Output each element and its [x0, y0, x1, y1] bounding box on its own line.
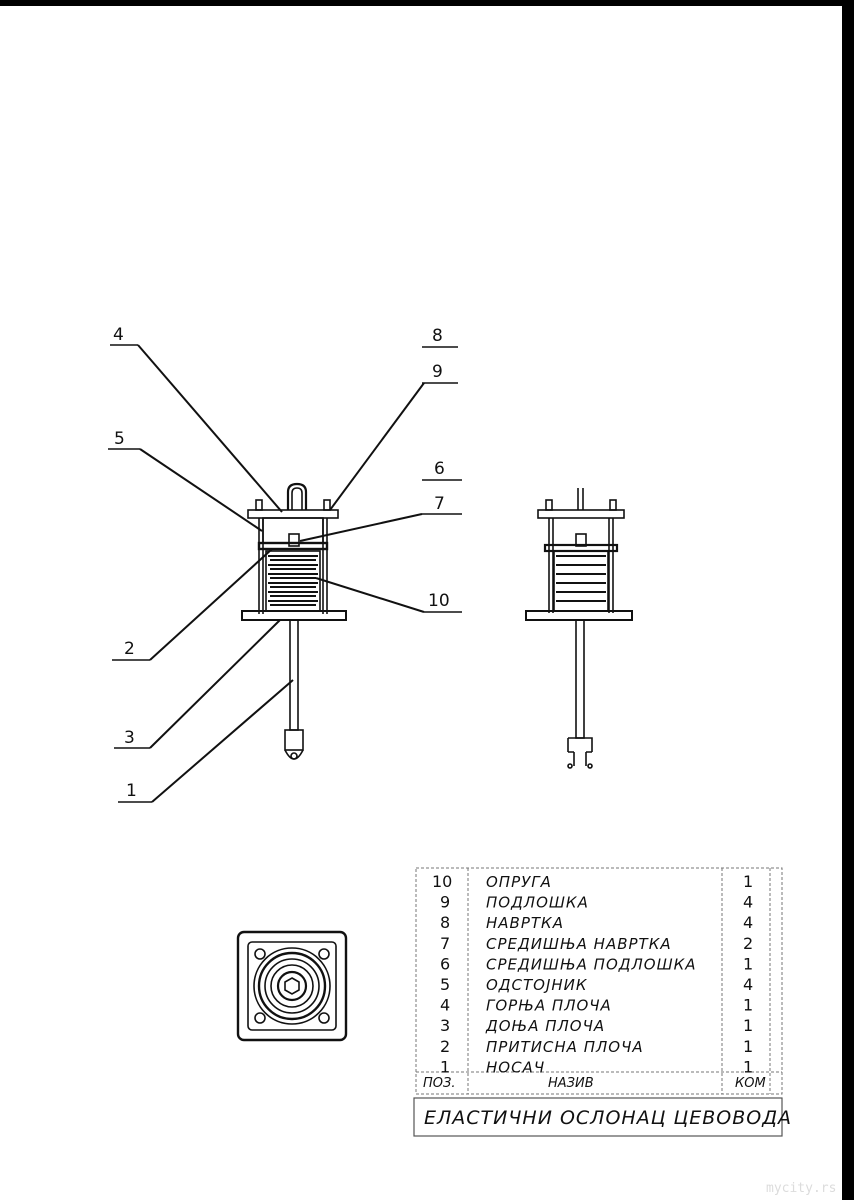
top-view — [236, 930, 348, 1042]
part-quantity: 1 — [743, 872, 753, 891]
part-quantity: 4 — [743, 893, 753, 912]
part-position: 9 — [440, 893, 450, 912]
part-name: ОПРУГА — [486, 873, 552, 891]
paper — [0, 6, 842, 1200]
callout-9: 9 — [432, 362, 443, 382]
callout-2: 2 — [124, 639, 135, 659]
header-pos: ПОЗ. — [423, 1076, 455, 1091]
parts-table-rows: 10 ОПРУГА 1 9 ПОДЛОШКА 4 8 НАВРТКА 4 7 СРЕДИШЊА НА… — [432, 872, 753, 1076]
part-position: 7 — [440, 934, 450, 953]
callout-4: 4 — [113, 325, 124, 345]
part-quantity: 1 — [743, 996, 753, 1015]
part-quantity: 1 — [743, 1057, 753, 1076]
part-quantity: 1 — [743, 954, 753, 973]
header-name: НАЗИВ — [548, 1076, 594, 1091]
part-quantity: 2 — [743, 934, 753, 953]
front-view — [241, 482, 347, 760]
part-quantity: 1 — [743, 1037, 753, 1056]
callout-7: 7 — [434, 494, 445, 514]
part-position: 4 — [440, 996, 450, 1015]
callout-1: 1 — [126, 781, 137, 801]
part-name: НОСАЧ — [486, 1058, 545, 1076]
part-name: СРЕДИШЊА НАВРТКА — [486, 935, 672, 953]
part-position: 8 — [440, 913, 450, 932]
part-quantity: 1 — [743, 1016, 753, 1035]
part-name: ОДСТОЈНИК — [486, 976, 588, 994]
callout-10: 10 — [428, 591, 450, 611]
callout-3: 3 — [124, 728, 135, 748]
part-quantity: 4 — [743, 975, 753, 994]
part-position: 5 — [440, 975, 450, 994]
part-name: ПРИТИСНА ПЛОЧА — [486, 1038, 644, 1056]
part-position: 6 — [440, 954, 450, 973]
leader-lines — [108, 344, 462, 803]
part-position: 2 — [440, 1037, 450, 1056]
part-name: НАВРТКА — [486, 914, 564, 932]
drawing-title: ЕЛАСТИЧНИ ОСЛОНАЦ ЦЕВОВОДА — [424, 1107, 792, 1129]
watermark: mycity.rs — [766, 1181, 836, 1196]
part-position: 1 — [440, 1057, 450, 1076]
parts-table: 10 ОПРУГА 1 9 ПОДЛОШКА 4 8 НАВРТКА 4 7 СРЕДИШЊА НА… — [413, 867, 792, 1137]
part-quantity: 4 — [743, 913, 753, 932]
callout-6: 6 — [434, 459, 445, 479]
part-name: СРЕДИШЊА ПОДЛОШКА — [486, 955, 697, 973]
callout-labels: 4 8 9 5 6 7 10 2 3 1 — [113, 325, 450, 801]
header-qty: КОМ — [735, 1076, 766, 1091]
callout-8: 8 — [432, 326, 443, 346]
side-view — [525, 488, 633, 769]
part-name: ГОРЊА ПЛОЧА — [486, 997, 612, 1015]
part-name: ДОЊА ПЛОЧА — [485, 1017, 605, 1035]
callout-5: 5 — [114, 429, 125, 449]
part-position: 10 — [432, 872, 452, 891]
part-name: ПОДЛОШКА — [486, 894, 589, 912]
part-position: 3 — [440, 1016, 450, 1035]
